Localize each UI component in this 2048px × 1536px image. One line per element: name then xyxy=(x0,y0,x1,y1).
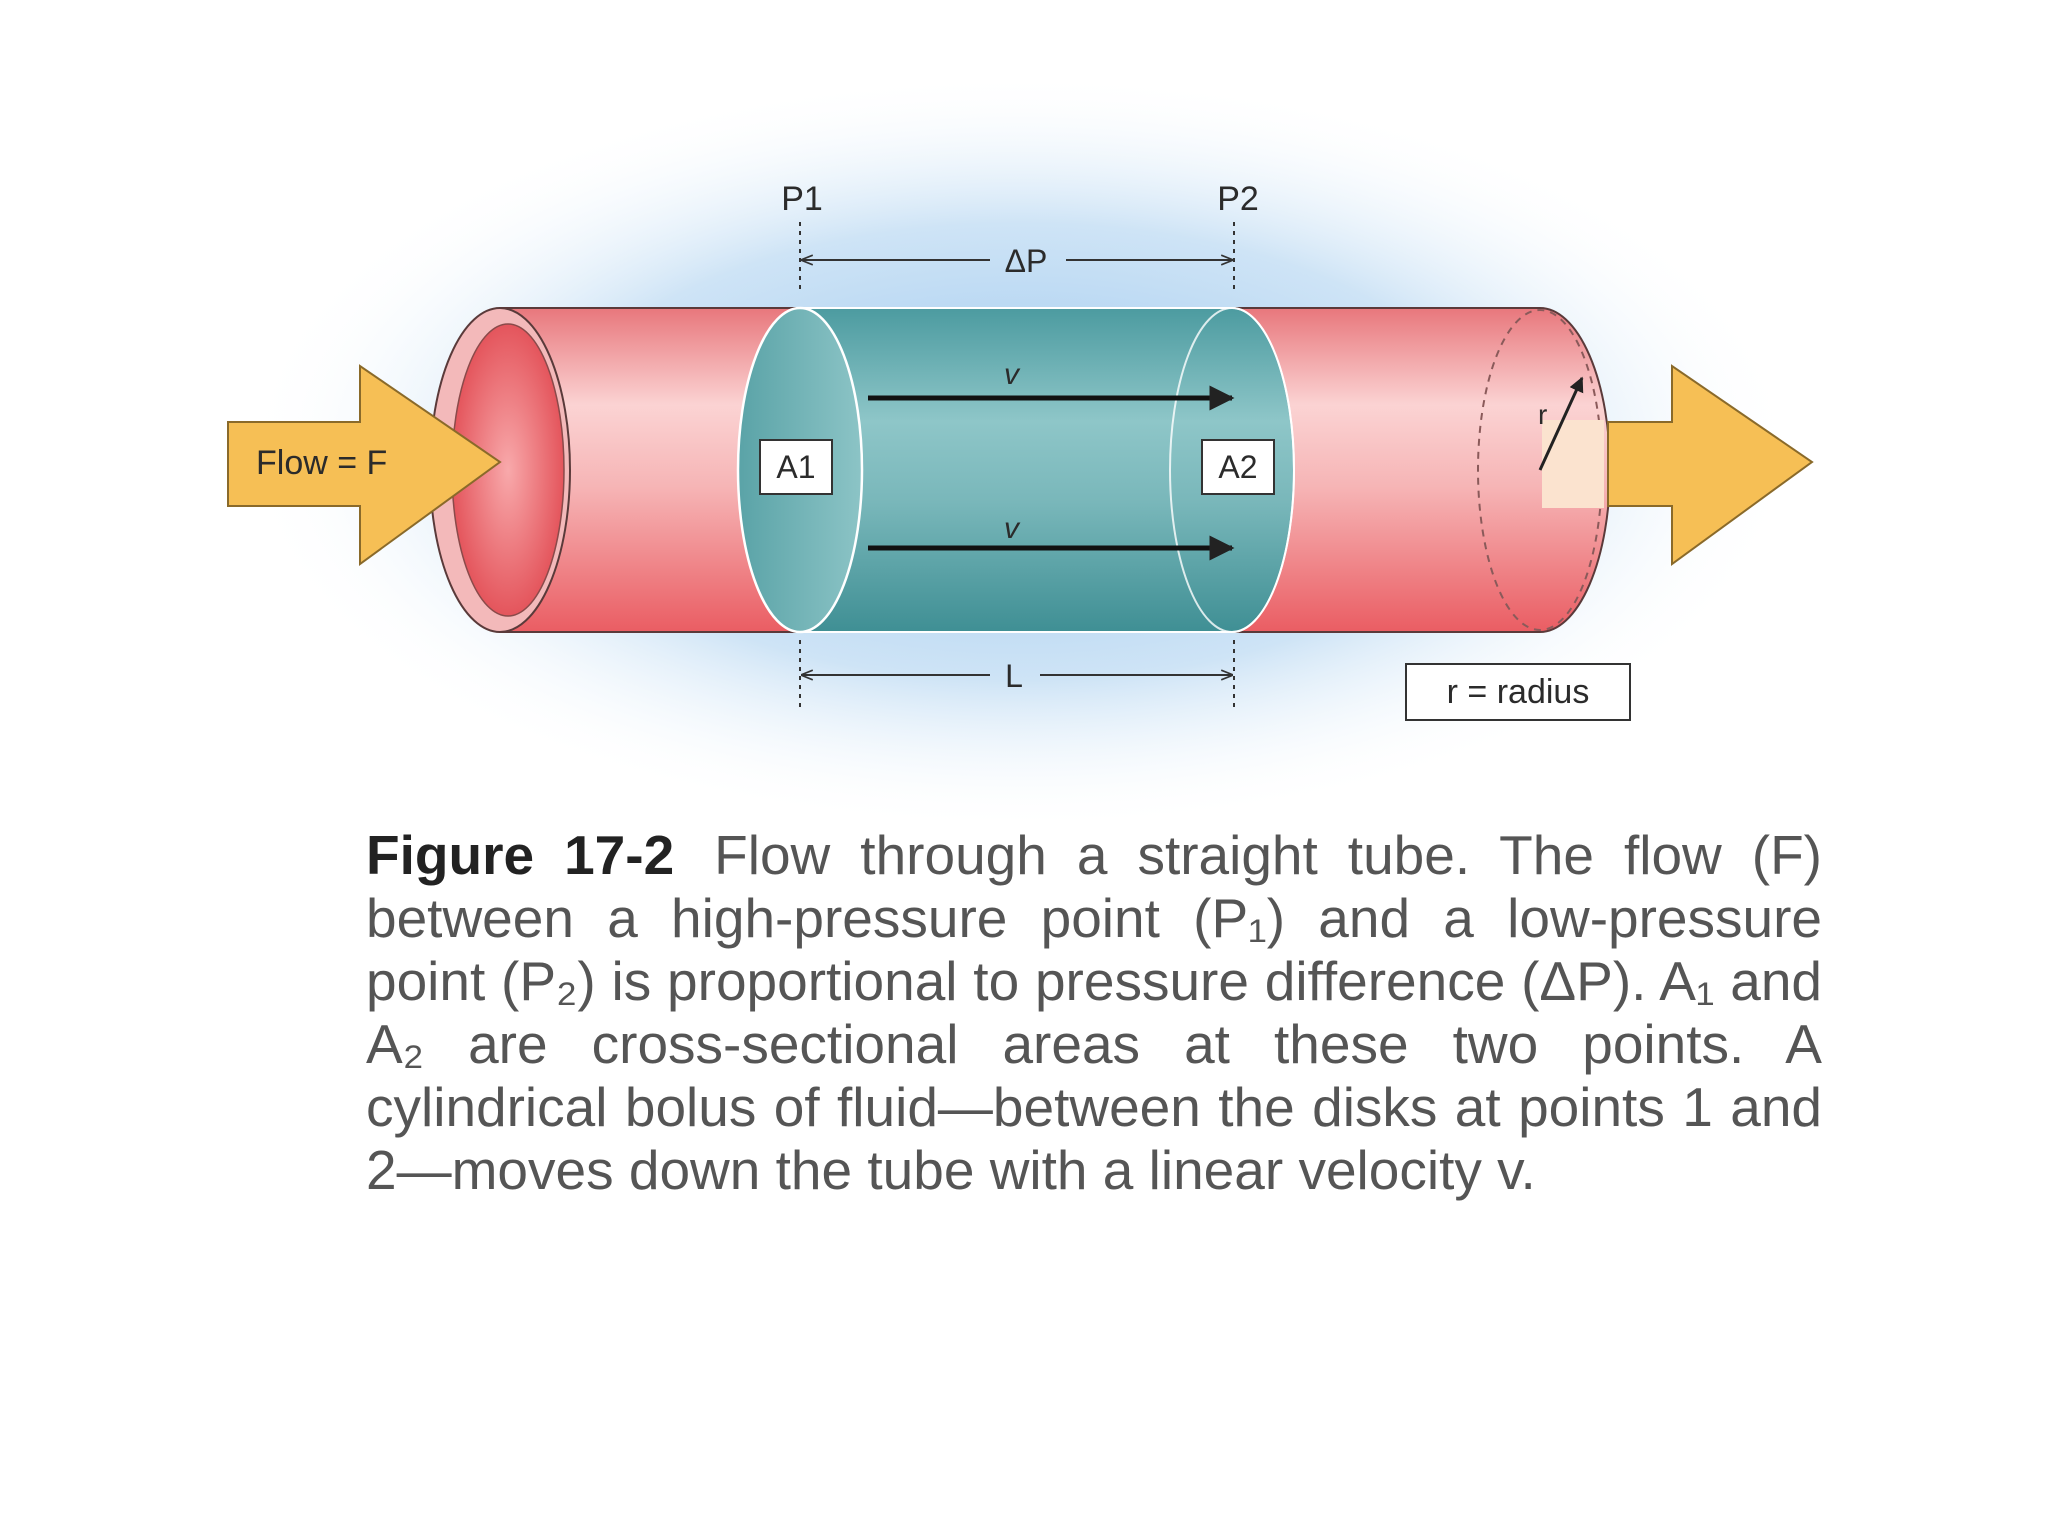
radius-line xyxy=(1538,376,1584,471)
flow-arrow-left xyxy=(227,364,502,566)
velocity-label-top: v xyxy=(1004,358,1021,391)
delta-p-label: ΔP xyxy=(1005,243,1048,279)
radius-legend-label: r = radius xyxy=(1447,673,1590,711)
radius-legend-box xyxy=(1405,663,1631,721)
figure-label: Figure 17-2 xyxy=(366,824,675,886)
flow-label: Flow = F xyxy=(256,444,387,482)
radius-marker-label: r xyxy=(1538,399,1547,430)
length-label: L xyxy=(1005,658,1023,694)
a1-label: A1 xyxy=(776,449,815,485)
a2-box xyxy=(1201,439,1275,495)
disk-a2-outline xyxy=(1169,307,1295,633)
p1-label: P1 xyxy=(781,180,823,218)
velocity-label-bottom: v xyxy=(1004,512,1021,545)
flow-arrow-right xyxy=(1607,364,1814,566)
a2-label: A2 xyxy=(1218,449,1257,485)
caption-text: Flow through a straight tube. The flow (… xyxy=(366,824,1822,1201)
a1-box xyxy=(759,439,833,495)
radius-panel xyxy=(1542,420,1604,508)
p2-label: P2 xyxy=(1217,180,1259,218)
